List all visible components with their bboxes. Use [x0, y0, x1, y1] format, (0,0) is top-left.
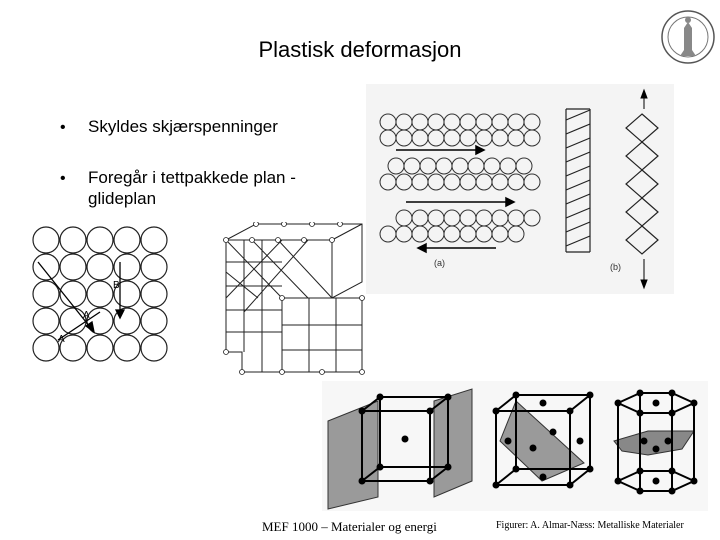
shear-deformation-figure: (a) (b)	[366, 84, 674, 294]
close-packed-plane-figure: B A A	[32, 226, 168, 362]
bullet-text-shear-stress: Skyldes skjærspenninger	[88, 117, 278, 136]
university-seal-logo	[661, 10, 715, 64]
figure-label-B: B	[113, 280, 120, 291]
figure-label-A: A	[58, 334, 65, 345]
footer-course: MEF 1000 – Materialer og energi	[262, 519, 437, 534]
footer-figure-credit: Figurer: A. Almar-Næss: Metalliske Mater…	[496, 520, 684, 531]
bullet-marker: •	[60, 119, 66, 136]
slide-title: Plastisk deformasjon	[258, 37, 462, 62]
crystal-structures-figure	[322, 381, 708, 511]
bullet-text-slip-planes: Foregår i tettpakkede plan - glideplan	[88, 168, 296, 208]
crystal-slip-step-figure	[223, 222, 365, 375]
figure-label-b: (b)	[610, 262, 621, 272]
figure-label-a: (a)	[434, 258, 445, 268]
figure-label-A: A	[83, 310, 90, 321]
bullet-marker: •	[60, 170, 66, 187]
